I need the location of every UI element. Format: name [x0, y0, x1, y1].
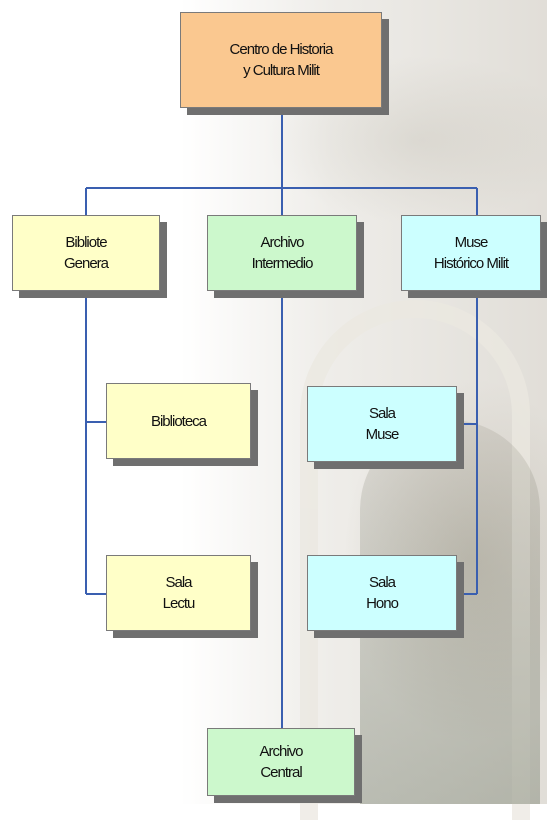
node-museo-historico: Muse Histórico Milit — [401, 215, 541, 291]
node-centro-historia: Centro de Historia y Cultura Milit — [180, 12, 382, 108]
node-sala-honor: Sala Hono — [307, 555, 457, 631]
node-sala-museo: Sala Muse — [307, 386, 457, 462]
node-biblioteca: Biblioteca — [106, 383, 251, 459]
node-archivo-intermedio: Archivo Intermedio — [207, 215, 357, 291]
node-archivo-central: Archivo Central — [207, 728, 355, 796]
node-sala-lectura: Sala Lectu — [106, 555, 251, 631]
node-biblioteca-general: Bibliote Genera — [12, 215, 160, 291]
